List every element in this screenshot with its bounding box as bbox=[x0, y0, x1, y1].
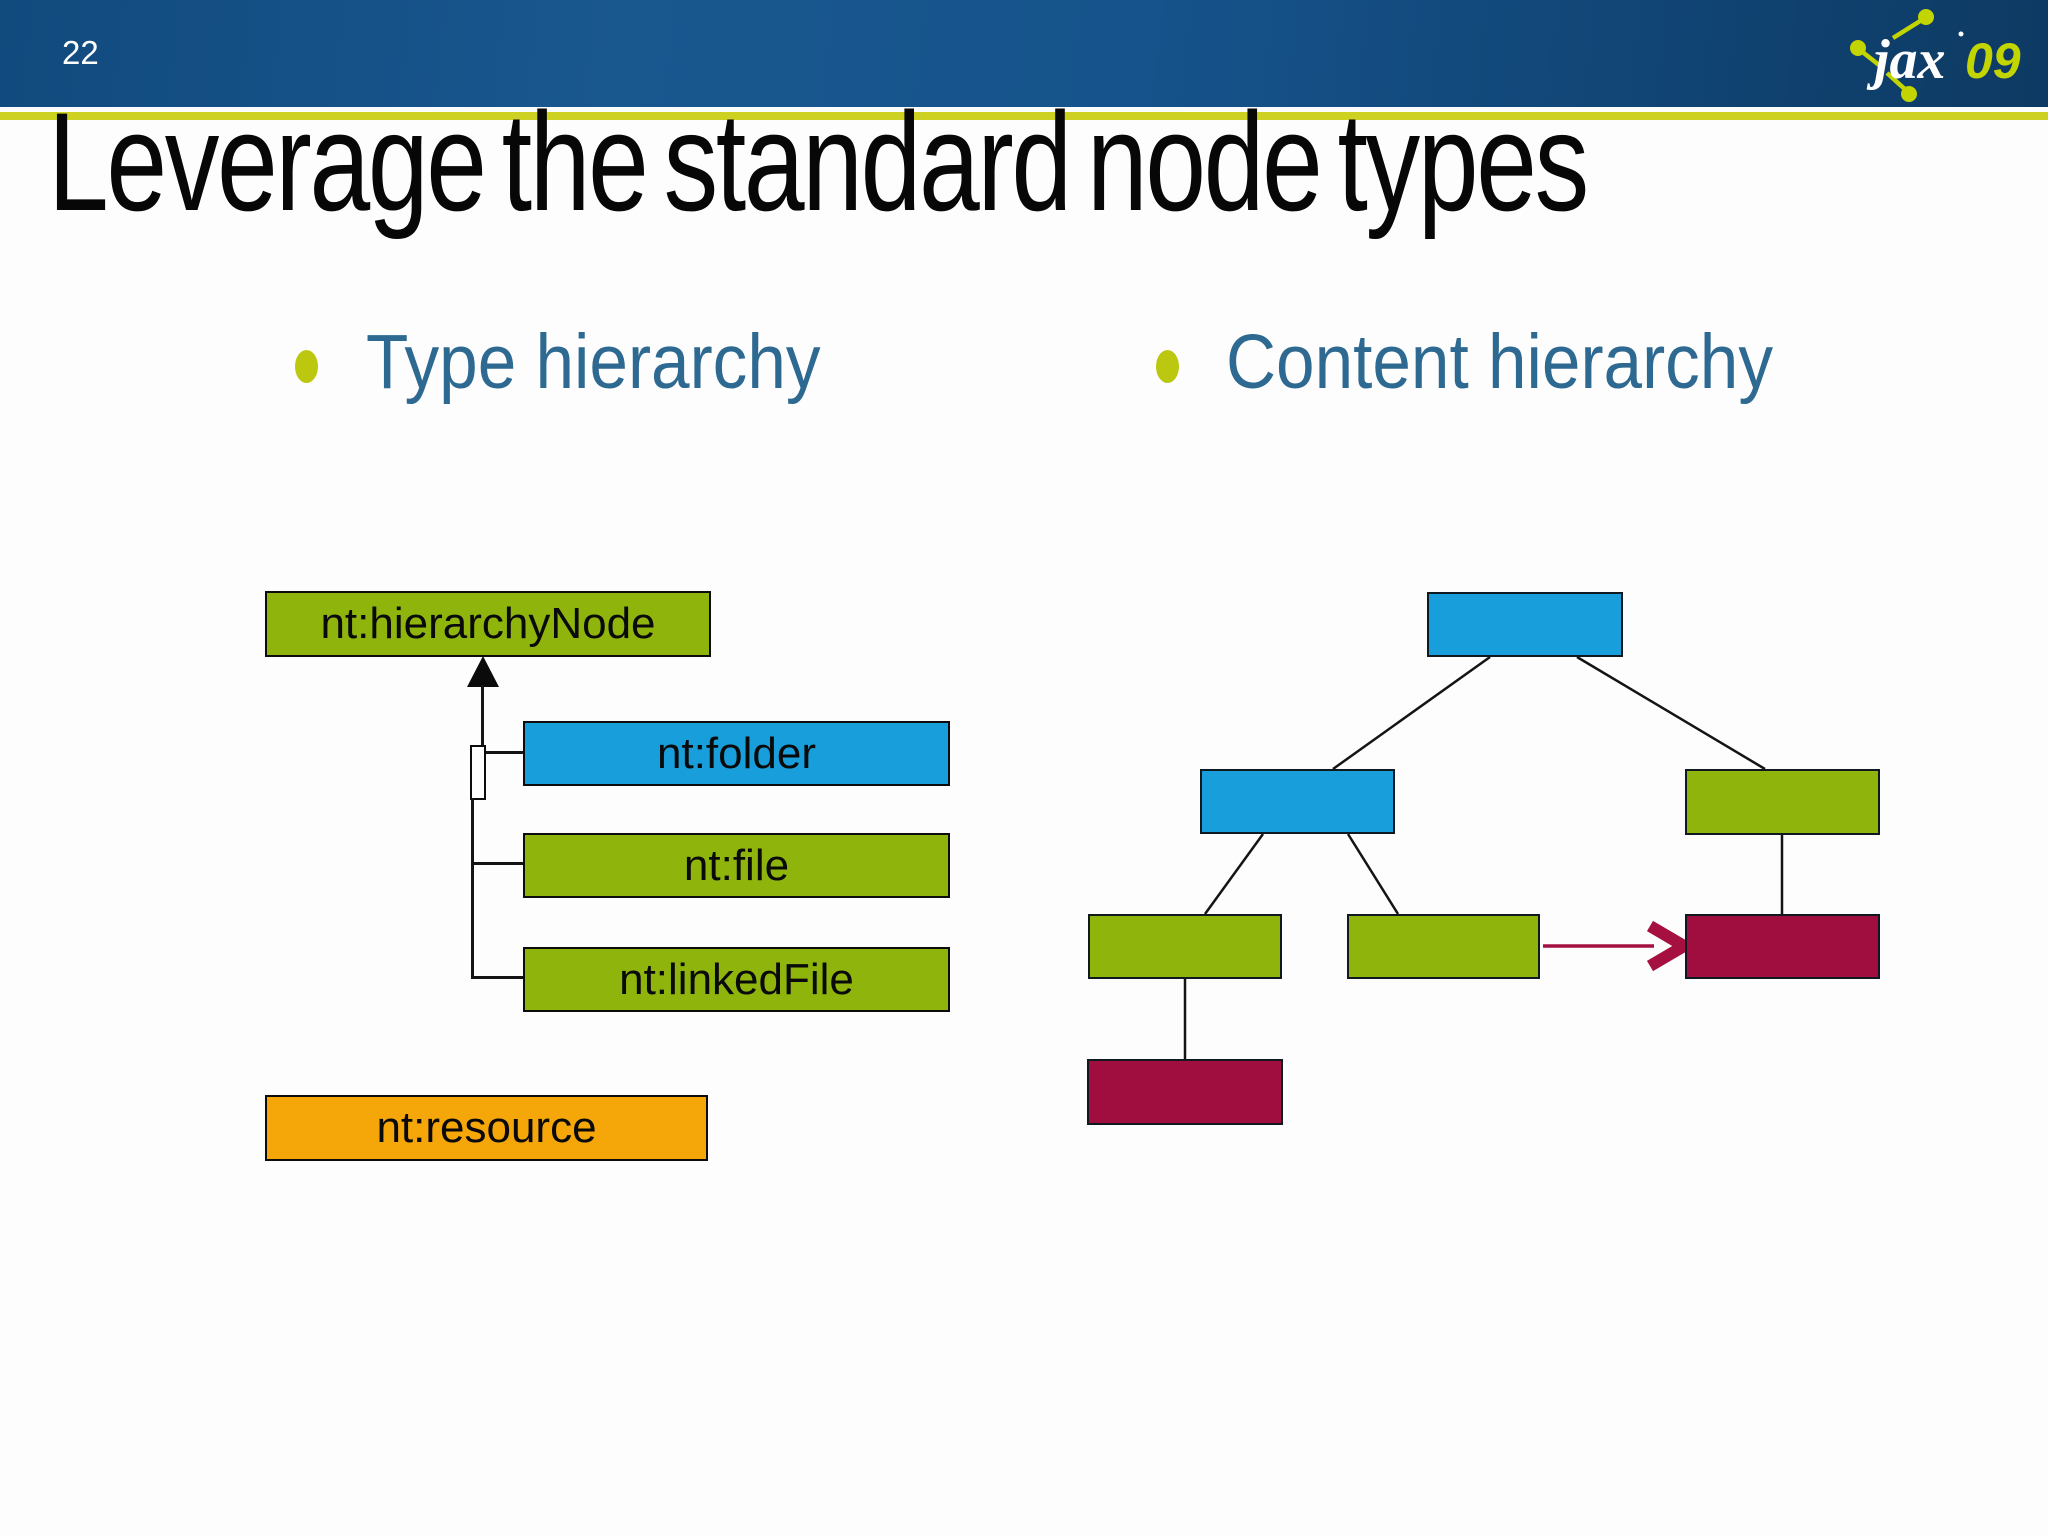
content-node-child-right bbox=[1685, 769, 1880, 835]
node-label: nt:file bbox=[683, 840, 790, 890]
jax-logo-year: 09 bbox=[1965, 33, 2021, 89]
connector-line bbox=[474, 862, 523, 865]
accent-divider bbox=[0, 112, 2048, 120]
jax-logo: jax 09 bbox=[1850, 9, 2021, 102]
jax-logo-trademark-dot bbox=[1958, 31, 1964, 37]
node-label: nt:hierarchyNode bbox=[320, 599, 656, 648]
node-nt-resource: nt:resource bbox=[265, 1095, 708, 1161]
connector-bracket bbox=[470, 745, 486, 800]
content-node-resource-right bbox=[1685, 914, 1880, 979]
node-label: nt:folder bbox=[657, 728, 816, 778]
connector-line bbox=[481, 685, 484, 747]
jax-logo-network-icon bbox=[1850, 9, 1934, 102]
bullet-icon bbox=[295, 350, 318, 383]
bullet-type-hierarchy: Type hierarchy bbox=[366, 319, 821, 405]
content-node-child-left bbox=[1200, 769, 1395, 834]
connector-line bbox=[471, 798, 474, 979]
connector-line bbox=[474, 976, 523, 979]
node-nt-linkedfile: nt:linkedFile bbox=[523, 947, 950, 1012]
bullet-content-hierarchy: Content hierarchy bbox=[1226, 319, 1774, 405]
header-bar: 22 jax 09 bbox=[0, 0, 2048, 107]
node-nt-file: nt:file bbox=[523, 833, 950, 898]
node-nt-folder: nt:folder bbox=[523, 721, 950, 786]
node-label: nt:resource bbox=[376, 1103, 597, 1152]
node-label: nt:linkedFile bbox=[619, 954, 854, 1004]
node-nt-hierarchynode: nt:hierarchyNode bbox=[265, 591, 711, 657]
content-node-root bbox=[1427, 592, 1623, 657]
page-title: Leverage the standard node types bbox=[48, 83, 1589, 240]
content-node-grandchild-1 bbox=[1088, 914, 1282, 979]
connector-line bbox=[486, 751, 523, 754]
content-node-grandchild-2 bbox=[1347, 914, 1540, 979]
content-hierarchy-edges bbox=[1183, 655, 1784, 1059]
inheritance-arrow-icon bbox=[467, 656, 499, 687]
page-number: 22 bbox=[62, 34, 99, 71]
content-node-resource-bottom bbox=[1087, 1059, 1283, 1125]
bullet-icon bbox=[1156, 350, 1179, 383]
jax-logo-text: jax bbox=[1866, 29, 1946, 91]
reference-arrow-icon bbox=[1543, 920, 1696, 972]
